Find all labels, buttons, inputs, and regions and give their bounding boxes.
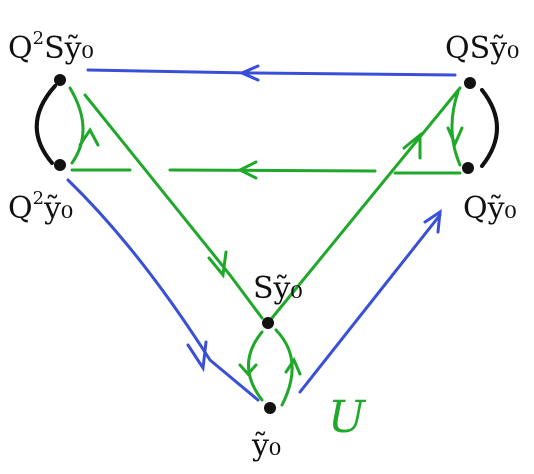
node-q2y0[interactable] [54,159,66,171]
node-y0[interactable] [264,402,276,414]
label-q2sy0: Q2Sỹ₀ [8,28,94,66]
label-region-u: U [328,392,367,443]
blue-edges [66,64,457,402]
node-qy0[interactable] [462,162,474,174]
node-sy0[interactable] [262,317,274,329]
loop-left-q2 [68,86,85,165]
edge-qsy0-to-q2sy0 [86,68,457,77]
arrow-diag-down [207,250,228,279]
arc-left [34,84,57,165]
node-qsy0[interactable] [464,77,476,89]
loop-right-arrow [446,126,464,148]
node-q2sy0[interactable] [54,74,66,86]
arrow-right-up [423,208,442,234]
loop-left-arrow [78,127,100,147]
loop-bottom-left [247,330,264,402]
label-qsy0: QSỹ₀ [445,31,519,66]
arrow-diag-up [402,131,422,160]
arrow-mid-left [236,160,258,180]
edge-sy0-to-qsy0 [270,86,462,320]
label-qy0: Qỹ₀ [463,191,517,226]
edge-y0-to-qy0 [298,213,442,394]
nodes [54,74,476,414]
arrow-top-left [238,64,260,82]
edge-q2y0-to-y0 [66,178,260,402]
arrow-left-down [186,340,208,373]
label-sy0: Sỹ₀ [253,271,303,306]
loop-bottom-left-arrow [238,363,258,377]
black-arcs [34,84,499,168]
arc-right [480,88,499,168]
loop-bottom-right-arrow [284,356,302,376]
loop-right-q [450,90,462,167]
green-edges [68,86,464,407]
label-y0: ỹ₀ [251,428,281,463]
edge-q2sy0-to-sy0 [83,93,264,320]
edge-qy0-to-q2y0-mid [168,168,377,173]
label-q2y0: Q2ỹ₀ [8,188,73,226]
